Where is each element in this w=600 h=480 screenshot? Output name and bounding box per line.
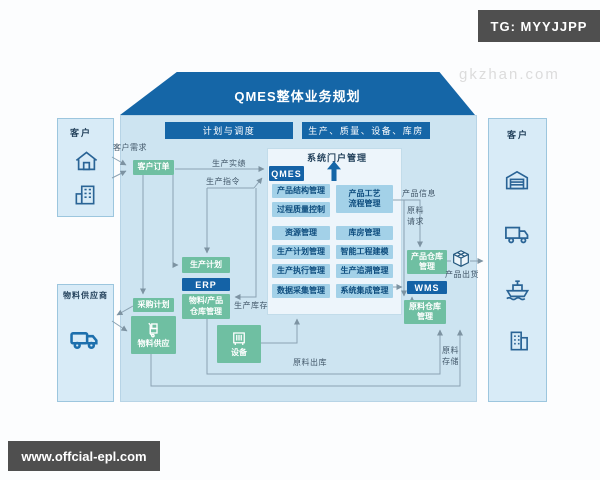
label-raw-material-request: 原料 请求 xyxy=(407,205,425,227)
roof-banner: QMES整体业务规划 xyxy=(120,72,475,115)
handtruck-icon xyxy=(145,321,163,339)
mpw-line2: 仓库管理 xyxy=(190,306,222,316)
rmw-line2: 管理 xyxy=(417,312,433,321)
erp-box: ERP xyxy=(182,278,230,291)
raw-material-warehouse-box: 原料仓库 管理 xyxy=(404,300,446,324)
module-system-integration: 系统集成管理 xyxy=(336,284,393,298)
label-raw-material-storage: 原料 存储 xyxy=(442,345,460,367)
building-icon xyxy=(72,182,98,208)
material-product-warehouse-box: 物料/产品 仓库管理 xyxy=(182,294,230,319)
site-watermark: gkzhan.com xyxy=(459,66,560,83)
equipment-box: 设备 xyxy=(217,325,261,363)
label-production-order: 生产指令 xyxy=(206,177,240,186)
label-product-info: 产品信息 xyxy=(402,189,436,198)
customer-right-panel xyxy=(488,118,547,402)
module-process-flow-line1: 产品工艺 xyxy=(348,189,381,198)
qmes-box: QMES xyxy=(269,166,304,181)
header-bar-planning: 计划与调度 xyxy=(165,122,293,139)
material-supply-box: 物料供应 xyxy=(131,316,176,354)
customer-right-title: 客户 xyxy=(507,130,530,140)
module-warehouse: 库房管理 xyxy=(336,226,393,240)
mpw-line1: 物料/产品 xyxy=(188,296,224,306)
product-warehouse-box: 产品仓库 管理 xyxy=(407,250,447,274)
module-process-quality: 过程质量控制 xyxy=(272,202,330,217)
module-traceability: 生产追溯管理 xyxy=(336,264,393,278)
customer-left-panel xyxy=(57,118,114,217)
module-resource: 资源管理 xyxy=(272,226,330,240)
supplier-truck-icon xyxy=(68,322,102,356)
production-plan-box: 生产计划 xyxy=(182,257,230,273)
wms-box: WMS xyxy=(407,281,447,294)
label-raw-material-outbound: 原料出库 xyxy=(293,358,327,367)
supplier-title: 物料供应商 xyxy=(63,291,108,300)
label-customer-demand: 客户需求 xyxy=(113,143,147,152)
label-production-inventory: 生产库存 xyxy=(234,301,268,310)
diagram-title: QMES整体业务规划 xyxy=(234,89,361,104)
header-bar-production-label: 生产、质量、设备、库房 xyxy=(308,126,424,136)
module-product-structure: 产品结构管理 xyxy=(272,184,330,198)
office-building-icon xyxy=(506,328,532,354)
garage-icon xyxy=(504,168,530,194)
rms-line2: 存储 xyxy=(442,357,459,367)
label-production-actual: 生产实绩 xyxy=(212,159,246,168)
house-icon xyxy=(73,148,100,175)
module-process-flow-line2: 流程管理 xyxy=(348,199,381,208)
customer-left-title: 客户 xyxy=(70,128,93,138)
rmr-line2: 请求 xyxy=(407,217,424,227)
equipment-icon xyxy=(230,330,248,348)
tg-badge: TG: MYYJJPP xyxy=(478,10,600,42)
ship-icon xyxy=(504,275,531,302)
purchase-plan-box: 采购计划 xyxy=(133,298,174,312)
rms-line1: 原料 xyxy=(442,346,459,355)
label-product-shipment: 产品出货 xyxy=(445,270,479,279)
module-process-flow: 产品工艺 流程管理 xyxy=(336,185,393,213)
module-data-collection: 数据采集管理 xyxy=(272,284,330,298)
equipment-label: 设备 xyxy=(231,347,247,357)
customer-order-box: 客户订单 xyxy=(133,160,174,175)
rmw-line1: 原料仓库 xyxy=(409,301,441,311)
pw-line2: 管理 xyxy=(419,262,435,271)
header-bar-planning-label: 计划与调度 xyxy=(202,126,256,136)
header-bar-production: 生产、质量、设备、库房 xyxy=(302,122,430,139)
material-supply-label: 物料供应 xyxy=(137,338,170,348)
module-intelligent-modeling: 智能工程建模 xyxy=(336,245,393,259)
delivery-truck-icon xyxy=(503,220,531,248)
module-production-execution: 生产执行管理 xyxy=(272,264,330,278)
package-icon xyxy=(450,248,472,270)
module-production-planning: 生产计划管理 xyxy=(272,245,330,259)
rmr-line1: 原料 xyxy=(407,206,424,215)
pw-line1: 产品仓库 xyxy=(411,251,443,261)
portal-title: 系统门户管理 xyxy=(307,153,368,163)
footer-watermark: www.offcial-epl.com xyxy=(8,441,160,471)
